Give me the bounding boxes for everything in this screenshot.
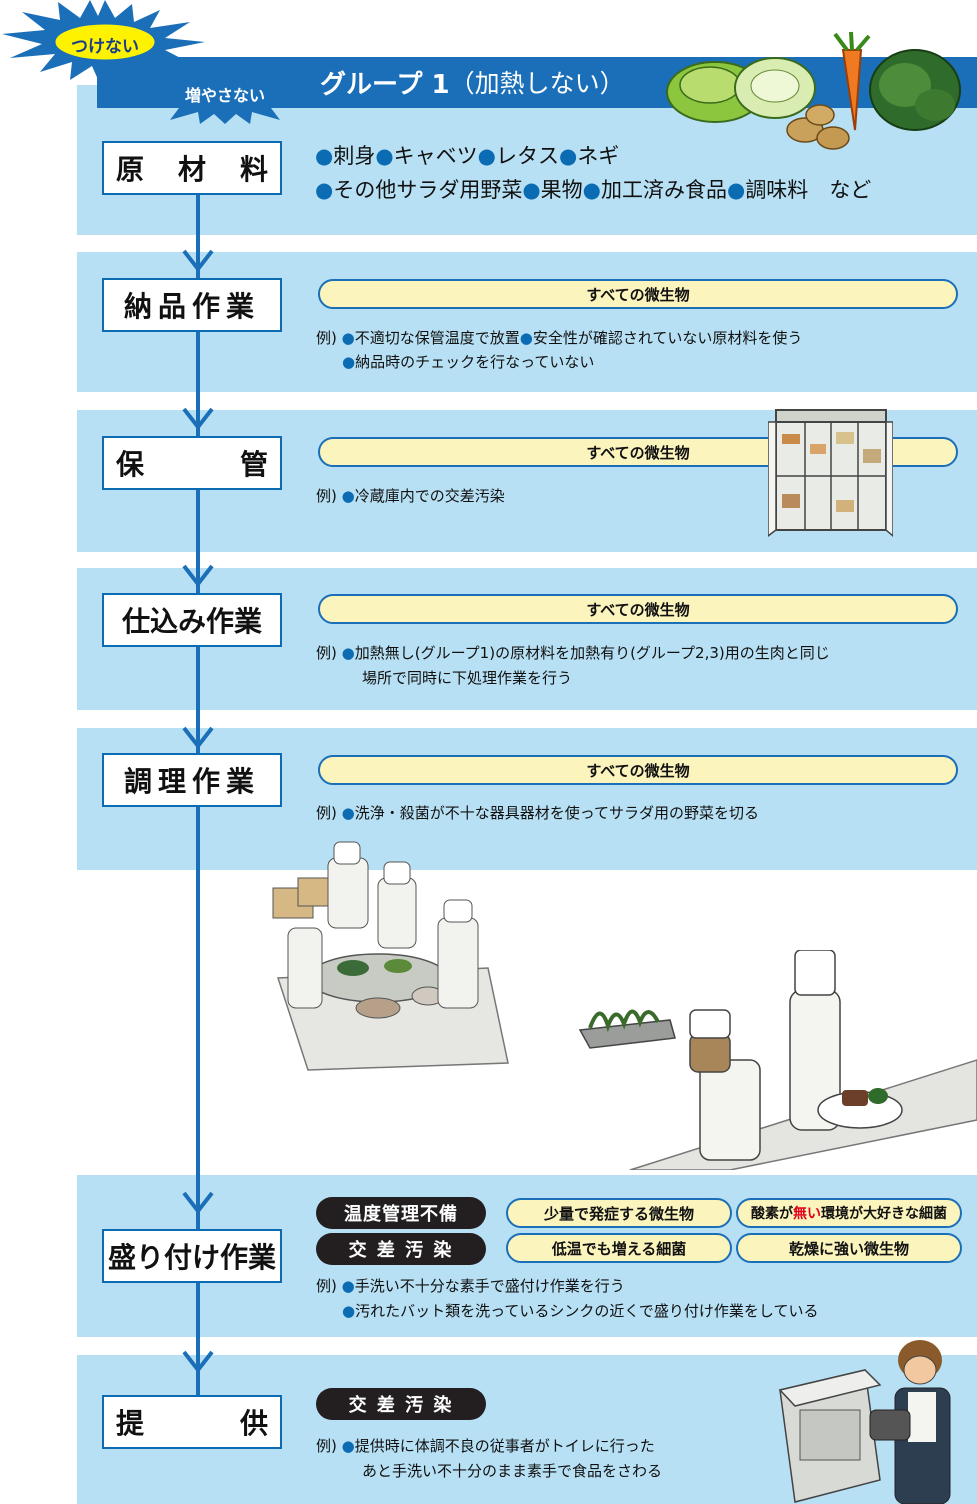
server-dishwasher-illustration <box>778 1340 951 1504</box>
microbe-pill-shikomi: すべての微生物 <box>318 594 958 624</box>
example-teikyou-1: 例) ●提供時に体調不良の従事者がトイレに行った <box>316 1437 655 1455</box>
example-nouhin-2: ●納品時のチェックを行なっていない <box>342 353 595 371</box>
example-chouri-1: 例) ●洗浄・殺菌が不十な器具器材を使ってサラダ用の野菜を切る <box>316 804 759 822</box>
stage-genzairyo: 原材料 <box>102 141 282 195</box>
vegetables-illustration <box>666 31 961 150</box>
stage-chouri: 調理作業 <box>102 753 282 807</box>
example-teikyou-2: あと手洗い不十分のまま素手で食品をさわる <box>362 1462 663 1480</box>
example-hokan-1: 例) ●冷蔵庫内での交差汚染 <box>316 487 505 505</box>
example-shikomi-2: 場所で同時に下処理作業を行う <box>362 669 573 687</box>
example-moritsuke-1: 例) ●手洗い不十分な素手で盛付け作業を行う <box>316 1277 625 1295</box>
group-header-title: グループ 1（加熱しない） <box>320 69 625 100</box>
microbe-pill-nouhin: すべての微生物 <box>318 279 958 309</box>
example-shikomi-1: 例) ●加熱無し(グループ1)の原材料を加熱有り(グループ2,3)用の生肉と同じ <box>316 644 830 662</box>
stage-hokan: 保管 <box>102 436 282 490</box>
hazard-cross-contamination-moritsuke: 交 差 汚 染 <box>316 1233 486 1265</box>
fuyasanai-burst <box>152 62 298 124</box>
fuyasanai-badge: 増やさない <box>184 86 265 105</box>
plating-chef-illustration <box>578 950 977 1170</box>
hazard-cold-growth: 低温でも増える細菌 <box>506 1233 732 1263</box>
hazard-dry-resistant: 乾燥に強い微生物 <box>736 1233 962 1263</box>
stage-shikomi: 仕込み作業 <box>102 593 282 647</box>
hazard-anaerobic: 酸素が無い環境が大好きな細菌 <box>736 1198 962 1228</box>
ingredients-line2: ●その他サラダ用野菜●果物●加工済み食品●調味料 など <box>315 178 872 202</box>
kitchen-staff-illustration <box>272 841 509 1071</box>
hazard-temp-control: 温度管理不備 <box>316 1197 486 1229</box>
hazard-small-dose: 少量で発症する微生物 <box>506 1198 732 1228</box>
stage-nouhin: 納品作業 <box>102 278 282 332</box>
microbe-pill-chouri: すべての微生物 <box>318 755 958 785</box>
hazard-cross-contamination-teikyou: 交 差 汚 染 <box>316 1388 486 1420</box>
flow-arrows <box>182 249 214 1374</box>
stage-teikyou: 提供 <box>102 1395 282 1449</box>
refrigerator-illustration <box>768 409 893 537</box>
stage-moritsuke: 盛り付け作業 <box>102 1229 282 1283</box>
example-moritsuke-2: ●汚れたバット類を洗っているシンクの近くで盛り付け作業をしている <box>342 1302 819 1320</box>
tsukenai-badge: つけない <box>71 37 139 57</box>
example-nouhin-1: 例) ●不適切な保管温度で放置●安全性が確認されていない原材料を使う <box>316 329 803 347</box>
ingredients-line1: ●刺身●キャベツ●レタス●ネギ <box>315 144 620 168</box>
tsukenai-burst <box>2 0 205 84</box>
